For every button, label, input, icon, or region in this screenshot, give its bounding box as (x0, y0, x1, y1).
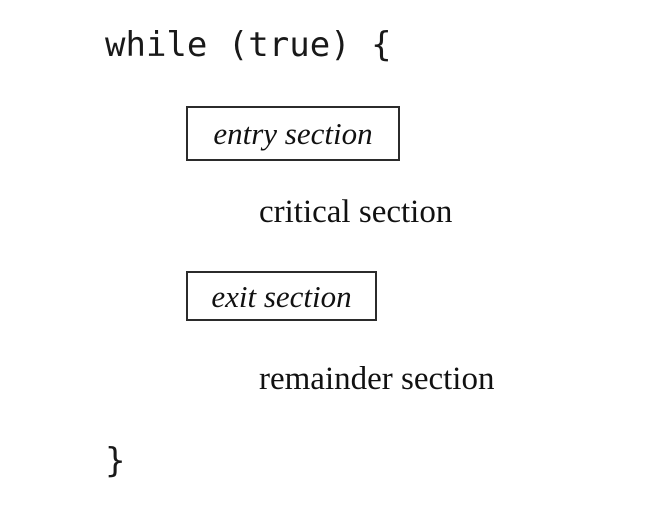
critical-section-label: critical section (259, 194, 453, 230)
entry-section-box: entry section (186, 106, 400, 161)
while-loop-open-statement: while (true) { (105, 25, 392, 65)
exit-section-label: exit section (211, 278, 352, 314)
while-loop-close-brace: } (105, 441, 126, 481)
exit-section-box: exit section (186, 271, 377, 321)
entry-section-label: entry section (213, 116, 373, 151)
remainder-section-label: remainder section (259, 361, 495, 397)
